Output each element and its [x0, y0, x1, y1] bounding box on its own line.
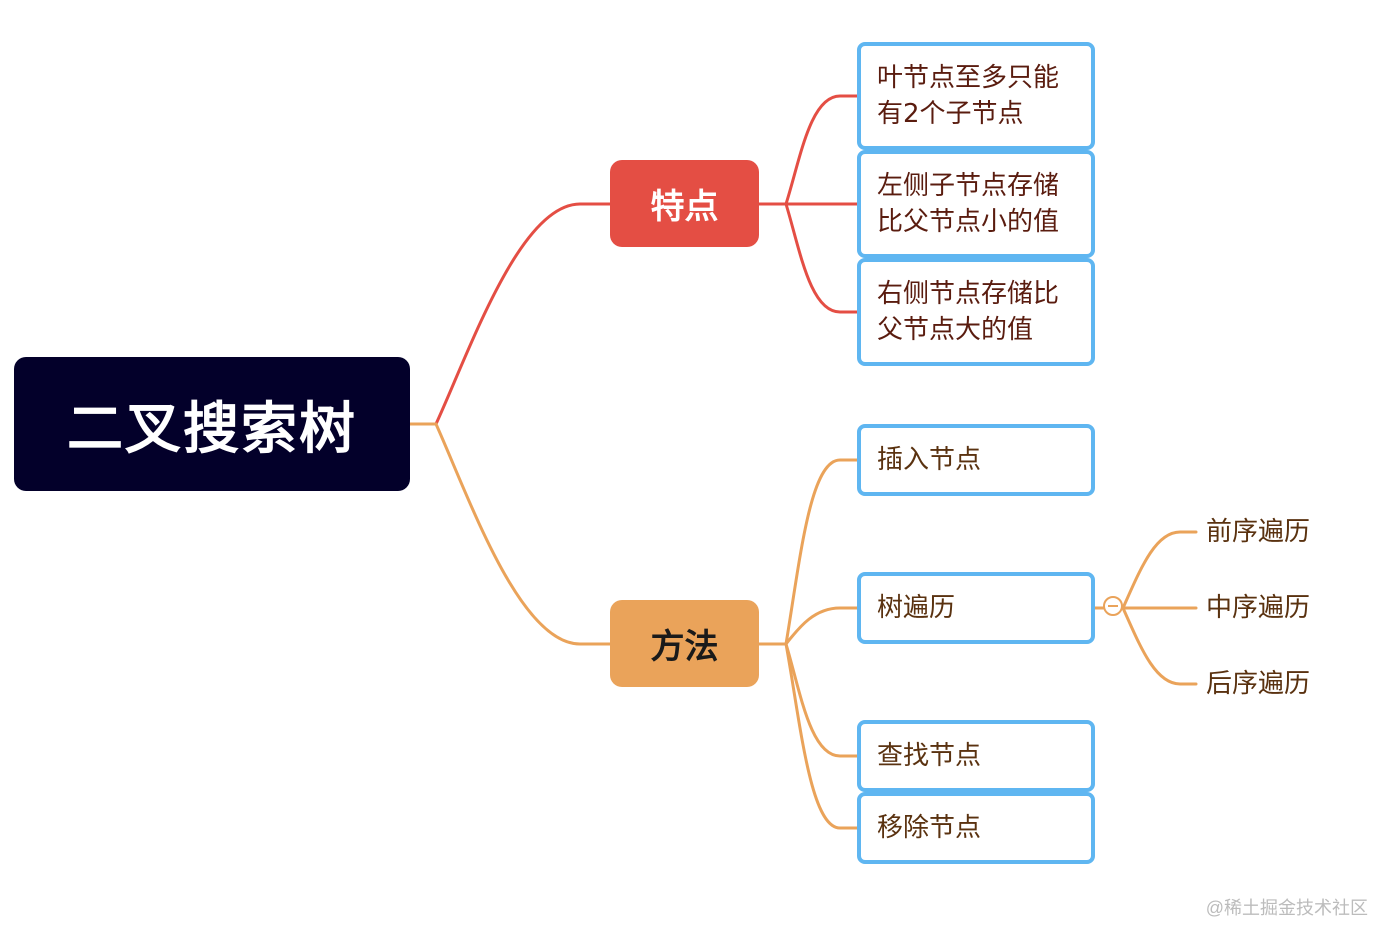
leaf-feature-left-smaller[interactable]: 左侧子节点存储 比父节点小的值: [857, 150, 1095, 258]
root-node[interactable]: 二叉搜索树: [14, 357, 410, 491]
leaf-feature-max-children[interactable]: 叶节点至多只能 有2个子节点: [857, 42, 1095, 150]
subnode-preorder[interactable]: 前序遍历: [1206, 517, 1311, 547]
link-method-3: [784, 642, 859, 758]
collapse-minus-icon[interactable]: [1103, 596, 1123, 616]
leaf-text-line: 比父节点小的值: [877, 207, 1060, 237]
link-traversal-1: [1121, 530, 1198, 610]
leaf-method-remove[interactable]: 移除节点: [857, 792, 1095, 864]
link-method-1: [757, 458, 859, 646]
leaf-text-line: 父节点大的值: [877, 315, 1034, 345]
leaf-text-line: 左侧子节点存储: [877, 171, 1060, 201]
leaf-text-line: 有2个子节点: [877, 99, 1024, 129]
link-method-2: [784, 606, 859, 646]
watermark: @稀土掘金技术社区: [1205, 898, 1368, 918]
branch-methods-label: 方法: [650, 627, 719, 667]
branch-features-label: 特点: [650, 187, 719, 227]
leaf-text-line: 右侧节点存储比: [877, 279, 1060, 309]
root-label: 二叉搜索树: [67, 396, 357, 462]
leaf-text-line: 叶节点至多只能: [877, 63, 1060, 93]
leaf-method-traversal[interactable]: 树遍历: [857, 572, 1095, 644]
leaf-text-line: 树遍历: [877, 593, 956, 623]
leaf-text-line: 查找节点: [877, 741, 982, 771]
branch-methods[interactable]: 方法: [610, 600, 759, 687]
link-root-methods: [408, 422, 612, 646]
link-method-4: [784, 642, 859, 830]
link-feature-3: [784, 202, 859, 314]
subnode-postorder[interactable]: 后序遍历: [1206, 669, 1311, 699]
branch-features[interactable]: 特点: [610, 160, 759, 247]
link-traversal-3: [1121, 606, 1198, 686]
leaf-text-line: 插入节点: [877, 445, 982, 475]
link-feature-1: [757, 94, 859, 206]
subnode-inorder[interactable]: 中序遍历: [1206, 593, 1311, 623]
link-root-features: [408, 202, 612, 426]
leaf-method-insert[interactable]: 插入节点: [857, 424, 1095, 496]
leaf-feature-right-larger[interactable]: 右侧节点存储比 父节点大的值: [857, 258, 1095, 366]
leaf-text-line: 移除节点: [877, 813, 982, 843]
leaf-method-search[interactable]: 查找节点: [857, 720, 1095, 792]
